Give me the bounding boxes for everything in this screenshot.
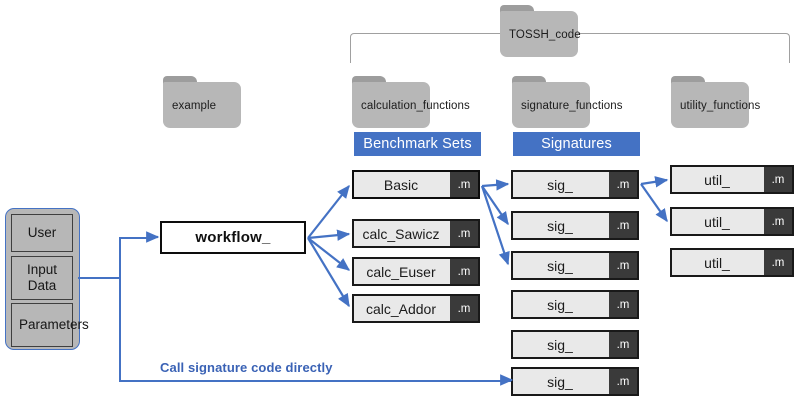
- user-cell-label: User: [27, 225, 57, 240]
- folder-body-icon: [163, 82, 241, 128]
- file-extension: .m: [764, 250, 792, 275]
- file-name: Basic: [383, 176, 419, 193]
- connector-trunk-to-workflow: [119, 237, 155, 240]
- file-sig-3[interactable]: sig_ .m: [511, 251, 639, 280]
- file-extension: .m: [764, 209, 792, 234]
- folder-tab-icon: [352, 76, 386, 86]
- folder-example[interactable]: example: [163, 76, 241, 128]
- arrow-basic-to-sig2: [481, 185, 509, 226]
- arrow-workflow-to-calc-addor: [307, 237, 350, 308]
- file-sig-6[interactable]: sig_ .m: [511, 367, 639, 396]
- parameters-cell-label: Parameters: [19, 317, 89, 332]
- folder-tab-icon: [163, 76, 197, 86]
- folder-label: example: [172, 100, 217, 112]
- file-name: sig_: [547, 336, 573, 353]
- file-name: sig_: [547, 176, 573, 193]
- workflow-box[interactable]: workflow_: [160, 221, 306, 254]
- file-extension: .m: [609, 292, 637, 317]
- folder-label: signature_functions: [521, 100, 623, 112]
- folder-signature-functions[interactable]: signature_functions: [512, 76, 623, 128]
- file-name: sig_: [547, 257, 573, 274]
- folder-utility-functions[interactable]: utility_functions: [671, 76, 760, 128]
- file-name: util_: [704, 171, 730, 188]
- folder-label: TOSSH_code: [509, 29, 581, 41]
- parameters-cell[interactable]: Parameters: [11, 303, 89, 347]
- file-extension: .m: [450, 259, 478, 284]
- folder-tab-icon: [500, 5, 534, 15]
- file-extension: .m: [450, 221, 478, 246]
- file-util-3[interactable]: util_ .m: [670, 248, 794, 277]
- file-calc-sawicz[interactable]: calc_Sawicz .m: [352, 219, 480, 248]
- file-name: calc_Sawicz: [362, 225, 440, 242]
- file-extension: .m: [609, 332, 637, 357]
- arrow-workflow-to-calc-sawicz: [307, 229, 351, 241]
- file-basic[interactable]: Basic .m: [352, 170, 480, 199]
- folder-label: utility_functions: [680, 100, 761, 112]
- arrow-sig1-to-util1: [640, 176, 669, 188]
- arrow-workflow-to-basic: [307, 184, 350, 239]
- file-name: util_: [704, 213, 730, 230]
- folder-label: calculation_functions: [361, 100, 470, 112]
- file-sig-2[interactable]: sig_ .m: [511, 211, 639, 240]
- file-name: sig_: [547, 296, 573, 313]
- header-label: Benchmark Sets: [363, 136, 472, 152]
- file-sig-1[interactable]: sig_ .m: [511, 170, 639, 199]
- folder-tossh-code[interactable]: TOSSH_code: [500, 5, 581, 57]
- folder-body-icon: [500, 11, 578, 57]
- file-extension: .m: [609, 213, 637, 238]
- folder-body-icon: [512, 82, 590, 128]
- file-extension: .m: [450, 172, 478, 197]
- file-calc-euser[interactable]: calc_Euser .m: [352, 257, 480, 286]
- file-sig-4[interactable]: sig_ .m: [511, 290, 639, 319]
- connector-user-to-trunk: [78, 277, 121, 280]
- file-extension: .m: [450, 296, 478, 321]
- arrow-workflow-to-calc-euser: [307, 237, 351, 271]
- direct-call-note: Call signature code directly: [160, 360, 333, 375]
- arrow-basic-to-sig3: [480, 185, 510, 266]
- arrow-sig1-to-util2: [640, 183, 668, 223]
- header-signatures: Signatures: [513, 132, 640, 156]
- file-name: util_: [704, 254, 730, 271]
- file-extension: .m: [609, 172, 637, 197]
- user-cell[interactable]: User: [11, 214, 73, 252]
- workflow-label: workflow_: [195, 229, 271, 246]
- file-extension: .m: [764, 167, 792, 192]
- file-calc-addor[interactable]: calc_Addor .m: [352, 294, 480, 323]
- folder-tab-icon: [512, 76, 546, 86]
- header-benchmark-sets: Benchmark Sets: [354, 132, 481, 156]
- folder-body-icon: [352, 82, 430, 128]
- folder-calculation-functions[interactable]: calculation_functions: [352, 76, 470, 128]
- input-data-cell[interactable]: Input Data: [11, 256, 73, 300]
- file-name: sig_: [547, 373, 573, 390]
- arrow-basic-to-sig1: [481, 179, 510, 191]
- file-extension: .m: [609, 253, 637, 278]
- input-data-cell-label: Input Data: [26, 262, 58, 293]
- file-util-1[interactable]: util_ .m: [670, 165, 794, 194]
- file-util-2[interactable]: util_ .m: [670, 207, 794, 236]
- file-sig-5[interactable]: sig_ .m: [511, 330, 639, 359]
- file-name: sig_: [547, 217, 573, 234]
- file-name: calc_Addor: [365, 300, 437, 317]
- header-label: Signatures: [541, 136, 612, 152]
- connector-trunk-vertical: [119, 237, 122, 382]
- folder-tab-icon: [671, 76, 705, 86]
- folder-body-icon: [671, 82, 749, 128]
- connector-direct-signature-line: [119, 380, 515, 383]
- file-extension: .m: [609, 369, 637, 394]
- file-name: calc_Euser: [366, 263, 436, 280]
